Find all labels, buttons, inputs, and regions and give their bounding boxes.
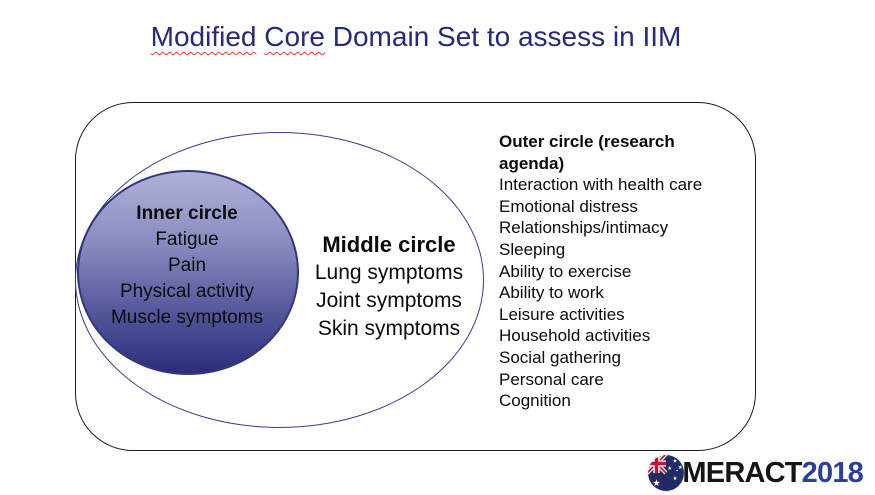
outer-circle-item: Ability to work: [499, 283, 604, 303]
outer-circle-item: Ability to exercise: [499, 261, 632, 281]
middle-circle-item: Skin symptoms: [317, 317, 461, 340]
page-title: Modified Core Domain Set to assess in II…: [0, 21, 832, 53]
inner-circle-item: Pain: [167, 255, 207, 276]
title-rest: Domain Set to assess in IIM: [332, 21, 682, 52]
title-word-core: Core: [264, 21, 325, 52]
inner-circle-item: Fatigue: [155, 229, 219, 250]
middle-circle-shape: [75, 132, 484, 428]
outer-circle-item: Sleeping: [499, 239, 566, 259]
title-word-modified: Modified: [150, 21, 257, 52]
outer-circle-item: Emotional distress: [499, 196, 638, 216]
middle-circle-item: Lung symptoms: [314, 261, 464, 284]
logo-text: MERACT: [682, 457, 802, 489]
outer-circle-item: Household activities: [499, 326, 651, 346]
inner-circle-shape: [77, 170, 299, 375]
outer-circle-item: Leisure activities: [499, 304, 625, 324]
middle-circle-text: Middle circle Lung symptoms Joint sympto…: [293, 231, 485, 343]
logo-year: 2018: [801, 457, 864, 489]
outer-circle-heading: Outer circle (research agenda): [499, 132, 675, 173]
outer-circle-item: Social gathering: [499, 347, 621, 367]
inner-circle-text: Inner circle Fatigue Pain Physical activ…: [84, 201, 290, 331]
inner-circle-item: Physical activity: [119, 281, 255, 302]
outer-circle-text: Outer circle (research agenda) Interacti…: [499, 131, 719, 412]
outer-circle-item: Personal care: [499, 369, 604, 389]
outer-circle-item: Relationships/intimacy: [499, 218, 669, 238]
middle-circle-item: Joint symptoms: [316, 289, 462, 312]
middle-circle-heading: Middle circle: [322, 232, 456, 257]
outer-circle-item: Cognition: [499, 391, 571, 411]
inner-circle-item: Muscle symptoms: [110, 307, 264, 328]
inner-circle-heading: Inner circle: [136, 203, 238, 224]
outer-circle-item: Interaction with health care: [499, 175, 703, 195]
australian-flag-icon: [647, 454, 686, 492]
